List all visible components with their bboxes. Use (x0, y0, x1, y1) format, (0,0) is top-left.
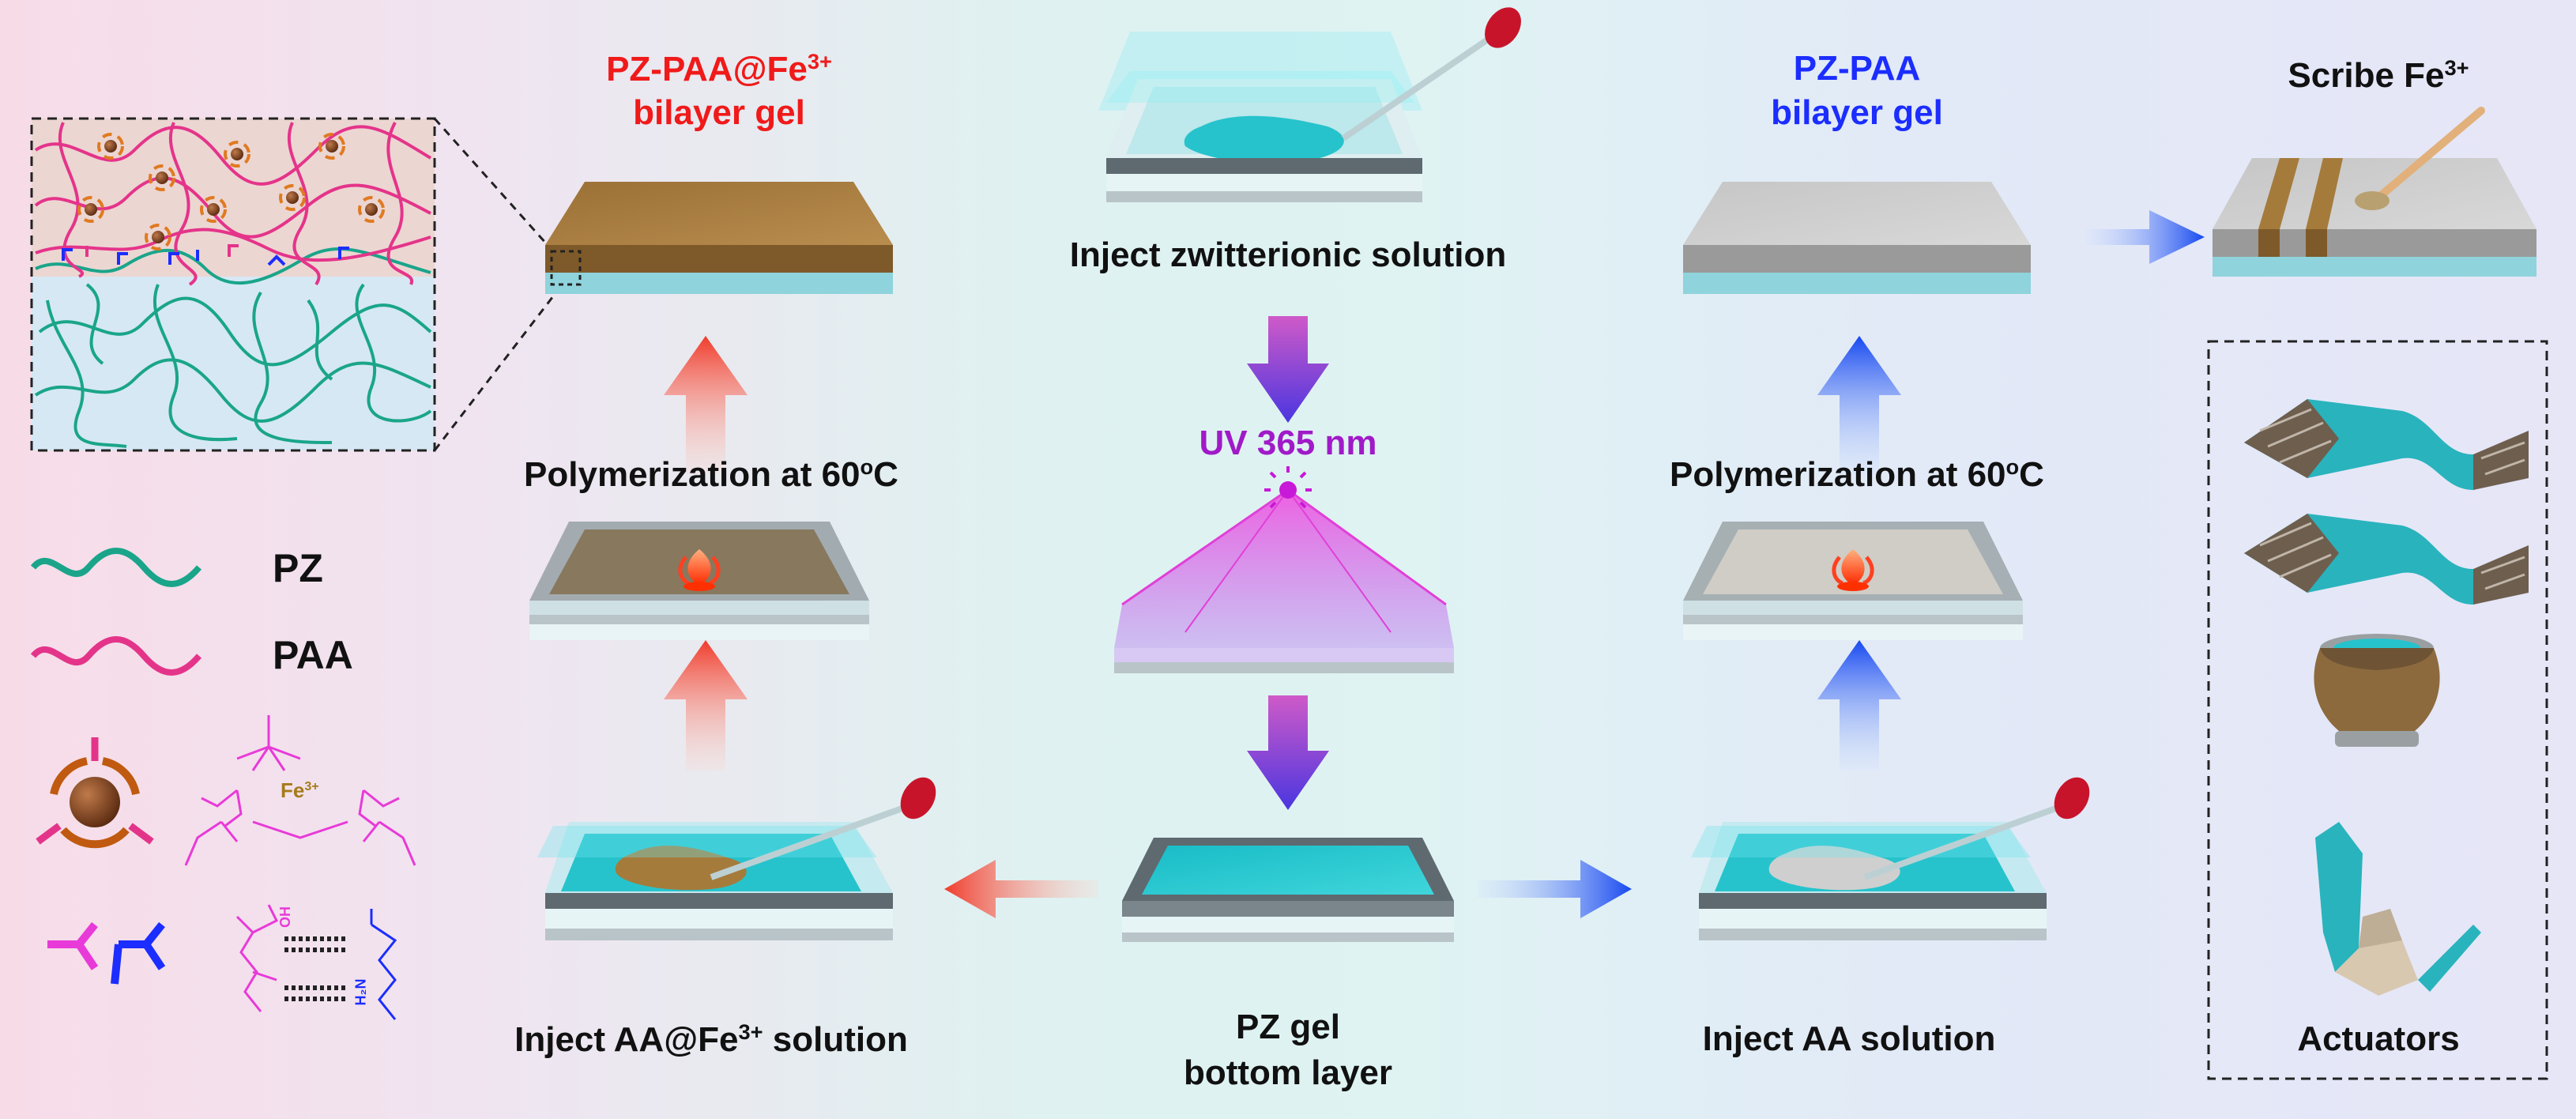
inject-aa-fe-label: Inject AA@Fe3+ solution (514, 1019, 908, 1059)
uv-curing-setup (1114, 466, 1454, 673)
arrow-down-purple-top (1247, 316, 1329, 423)
mold-inject-zwitterionic (1098, 7, 1521, 202)
scribe-fe-label: Scribe Fe3+ (2288, 55, 2469, 95)
pipette-tube (1863, 803, 2064, 880)
spatula-tip (2355, 191, 2390, 210)
arrow-right-blue (1478, 860, 1632, 918)
actuator-gripper (2315, 822, 2481, 996)
mold-polymerization-left (529, 522, 869, 640)
actuators-label: Actuators (2297, 1019, 2460, 1058)
arrow-up-blue-top (1817, 336, 1901, 474)
pz-paa-fe-bilayer-slab (545, 182, 893, 294)
bottom-layer-label: bottom layer (1183, 1053, 1393, 1092)
network-inset (30, 117, 436, 452)
pz-chain-legend-icon (30, 548, 202, 587)
paa-chain-legend-icon (30, 636, 202, 676)
h-bond-structure (235, 904, 397, 1020)
fe-crosslink-legend-icon (36, 737, 154, 849)
pipette-bulb (2054, 777, 2090, 819)
arrow-left-red (944, 860, 1098, 918)
actuator-twist-2 (2244, 514, 2529, 605)
flame-icon-left (678, 549, 721, 591)
bilayer-gel-left-label: bilayer gel (633, 93, 805, 132)
fe-chem-label: Fe3+ (281, 778, 319, 802)
pipette-bulb (900, 777, 936, 819)
actuator-twist-1 (2244, 399, 2529, 490)
h-bond-legend-icon (47, 921, 166, 985)
uv-sun-icon (1264, 466, 1312, 509)
pz-chains (34, 247, 432, 448)
spatula-handle (2375, 107, 2485, 202)
zoom-lines (433, 118, 555, 451)
mold-inject-aa-fe (537, 777, 936, 940)
pz-paa-title: PZ-PAA (1793, 49, 1921, 88)
mold-inject-aa (1691, 777, 2090, 940)
chem-h2n-label: H₂N (352, 978, 369, 1006)
pz-paa-bilayer-slab (1683, 182, 2031, 294)
arrow-up-blue-bottom (1817, 640, 1901, 770)
pz-gel-label: PZ gel (1235, 1008, 1341, 1046)
pz-gel-bottom-slab (1122, 838, 1454, 942)
inject-zwitterionic-label: Inject zwitterionic solution (1069, 235, 1507, 274)
polymerization-right-label: Polymerization at 60oC (1670, 454, 2044, 494)
flame-icon-right (1832, 549, 1874, 591)
legend-paa-label: PAA (273, 633, 353, 677)
pz-paa-fe-title: PZ-PAA@Fe3+ (606, 49, 832, 89)
mold-polymerization-right (1683, 522, 2023, 640)
uv-wavelength-label: UV 365 nm (1199, 424, 1377, 462)
polymerization-left-label: Polymerization at 60oC (524, 454, 898, 494)
h-bond-markers (62, 244, 349, 266)
chem-oh-label: OH (277, 906, 293, 928)
pipette-tube (1341, 32, 1496, 141)
actuator-pot (2314, 634, 2440, 747)
arrow-down-purple-bottom (1247, 695, 1329, 810)
inject-aa-label: Inject AA solution (1702, 1019, 1996, 1058)
pipette-bulb (1485, 7, 1521, 48)
legend-pz-label: PZ (273, 546, 323, 590)
fe-complex-markers (77, 133, 385, 251)
arrow-right-blue-scribe (2086, 210, 2205, 264)
arrow-up-red-top (664, 336, 748, 474)
legend (30, 548, 416, 1020)
pipette-tube (710, 803, 910, 880)
fe-carboxylate-structure (184, 715, 416, 866)
scribed-bilayer-slab (2213, 107, 2536, 277)
bilayer-gel-right-label: bilayer gel (1771, 93, 1943, 132)
arrow-up-red-bottom (664, 640, 748, 770)
